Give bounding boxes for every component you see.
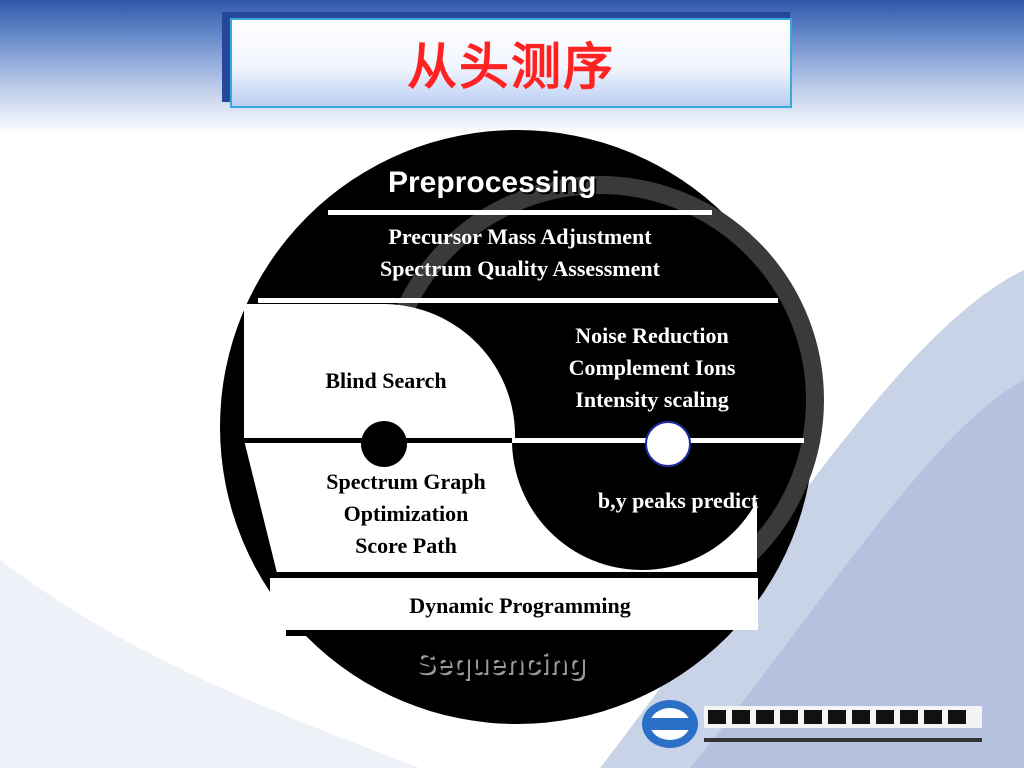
slide-title: 从头测序 bbox=[407, 38, 615, 96]
preprocessing-item-1: Precursor Mass Adjustment bbox=[388, 224, 652, 249]
ict-institute-logo bbox=[642, 700, 982, 748]
blind-search-label: Blind Search bbox=[325, 368, 447, 393]
white-dot bbox=[645, 421, 691, 467]
top-divider bbox=[328, 210, 712, 215]
score-path-label: Score Path bbox=[355, 533, 457, 558]
black-yang-bulge bbox=[512, 440, 772, 570]
optimization-label: Optimization bbox=[343, 501, 469, 526]
dynamic-programming-label: Dynamic Programming bbox=[409, 593, 631, 618]
sequencing-header: Sequencing bbox=[415, 647, 586, 680]
spectrum-graph-label: Spectrum Graph bbox=[326, 469, 486, 494]
dynamic-band-bottom-line bbox=[286, 630, 712, 636]
preprocessing-divider bbox=[258, 298, 778, 303]
title-box: 从头测序 bbox=[230, 18, 792, 108]
complement-ions-label: Complement Ions bbox=[568, 355, 736, 380]
intensity-scaling-label: Intensity scaling bbox=[575, 387, 729, 412]
black-dot bbox=[361, 421, 407, 467]
noise-reduction-label: Noise Reduction bbox=[575, 323, 729, 348]
dynamic-band-top-line bbox=[275, 572, 759, 578]
preprocessing-item-2: Spectrum Quality Assessment bbox=[380, 256, 660, 281]
preprocessing-header: Preprocessing bbox=[388, 166, 597, 199]
by-peaks-predict-label: b,y peaks predict bbox=[597, 488, 759, 513]
dynamic-band bbox=[270, 578, 758, 630]
